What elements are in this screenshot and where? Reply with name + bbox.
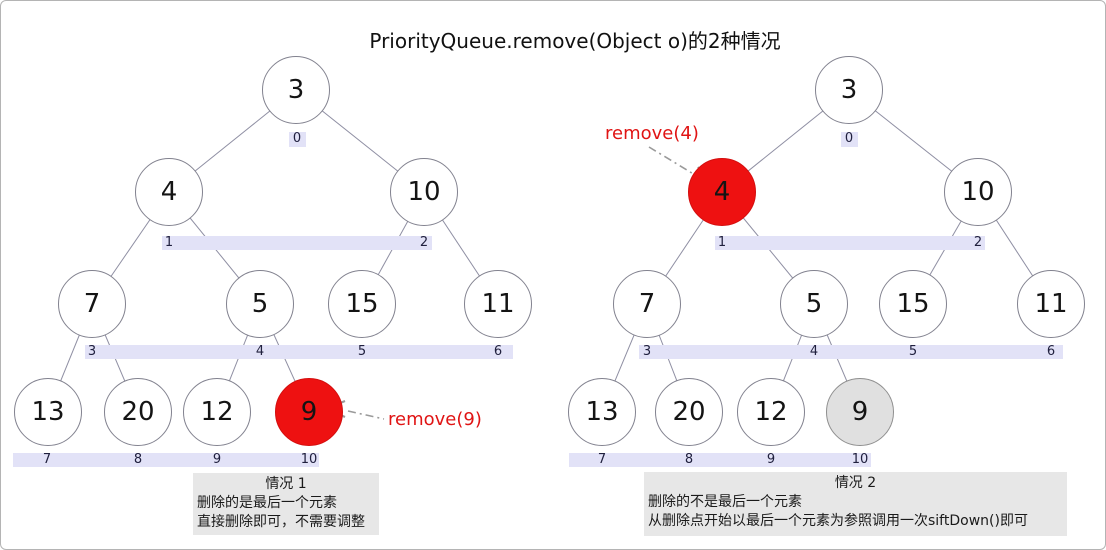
index-label: 2 <box>419 235 429 250</box>
heap-node: 3 <box>262 56 330 124</box>
heap-node: 5 <box>226 270 294 338</box>
index-label: 8 <box>133 452 143 467</box>
heap-node-removed-inner: 4 <box>688 158 756 226</box>
index-label: 3 <box>642 344 652 359</box>
index-bar <box>13 453 319 467</box>
heap-node: 11 <box>464 270 532 338</box>
index-label: 9 <box>212 452 222 467</box>
index-label: 9 <box>766 452 776 467</box>
heap-node: 20 <box>655 378 723 446</box>
diagram-title: PriorityQueue.remove(Object o)的2种情况 <box>369 29 781 53</box>
remove4-label: remove(4) <box>605 123 699 144</box>
index-label: 1 <box>717 235 727 250</box>
heap-node: 13 <box>568 378 636 446</box>
index-label: 6 <box>493 344 503 359</box>
index-label: 2 <box>973 235 983 250</box>
heap-node: 4 <box>135 158 203 226</box>
remove9-dashdot-line <box>347 410 385 420</box>
index-label: 4 <box>255 344 265 359</box>
index-label: 5 <box>357 344 367 359</box>
heap-node: 13 <box>14 378 82 446</box>
case1-caption: 情况 1 删除的是最后一个元素 直接删除即可，不需要调整 <box>193 473 379 535</box>
heap-node: 3 <box>815 56 883 124</box>
index-label: 10 <box>300 452 318 467</box>
heap-node: 12 <box>183 378 251 446</box>
case2-line2: 从删除点开始以最后一个元素为参照调用一次siftDown()即可 <box>648 513 1028 529</box>
index-label: 10 <box>851 452 869 467</box>
heap-node-removed-last: 9 <box>275 378 343 446</box>
heap-node: 7 <box>613 270 681 338</box>
case2-line1: 删除的不是最后一个元素 <box>648 494 802 510</box>
heap-node: 10 <box>390 158 458 226</box>
index-label: 4 <box>809 344 819 359</box>
index-label: 0 <box>844 131 854 146</box>
heap-node-last-reference: 9 <box>826 378 894 446</box>
remove9-label: remove(9) <box>388 409 482 430</box>
index-label: 8 <box>684 452 694 467</box>
index-bar <box>162 236 432 250</box>
index-label: 7 <box>597 452 607 467</box>
index-bar <box>85 345 513 359</box>
heap-node: 5 <box>780 270 848 338</box>
case1-heading: 情况 1 <box>265 476 307 492</box>
case2-caption: 情况 2 删除的不是最后一个元素 从删除点开始以最后一个元素为参照调用一次sif… <box>644 472 1067 536</box>
heap-node: 10 <box>944 158 1012 226</box>
case1-line1: 删除的是最后一个元素 <box>197 495 337 511</box>
heap-node: 7 <box>58 270 126 338</box>
index-label: 7 <box>42 452 52 467</box>
index-label: 6 <box>1046 344 1056 359</box>
index-bar <box>639 345 1063 359</box>
case1-line2: 直接删除即可，不需要调整 <box>197 514 365 530</box>
index-bar <box>715 236 985 250</box>
index-bar <box>569 453 871 467</box>
case2-heading: 情况 2 <box>834 475 877 491</box>
heap-node: 15 <box>328 270 396 338</box>
heap-node: 15 <box>879 270 947 338</box>
index-label: 5 <box>908 344 918 359</box>
heap-node: 11 <box>1017 270 1085 338</box>
index-label: 3 <box>87 344 97 359</box>
index-label: 0 <box>292 131 302 146</box>
heap-node: 12 <box>737 378 805 446</box>
heap-node: 20 <box>104 378 172 446</box>
index-label: 1 <box>164 235 174 250</box>
